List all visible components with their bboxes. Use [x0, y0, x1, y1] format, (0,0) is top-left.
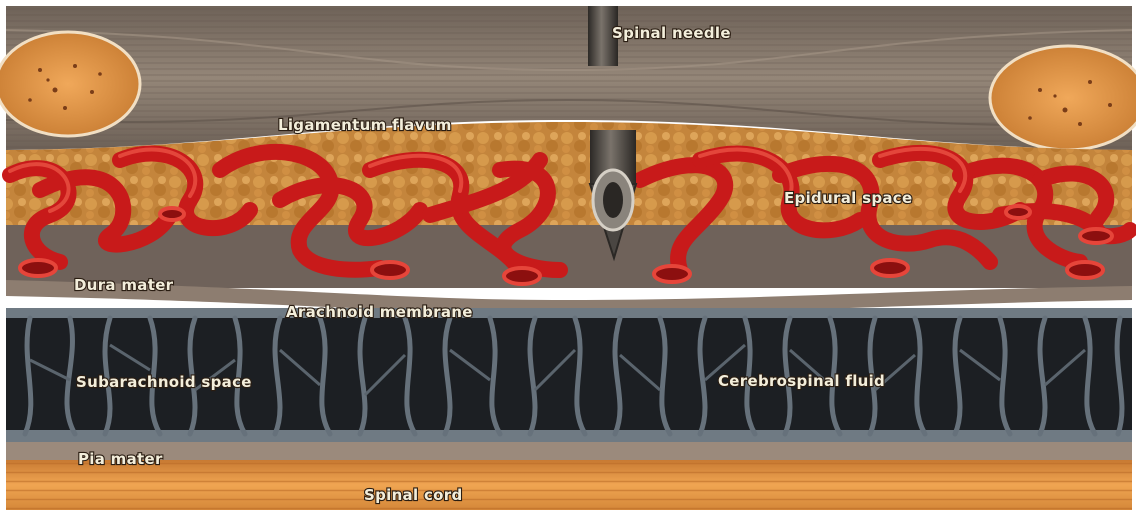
label-cerebrospinal-fluid: Cerebrospinal fluid	[718, 372, 885, 390]
label-arachnoid-membrane: Arachnoid membrane	[286, 303, 473, 321]
spinal-cord	[6, 460, 1132, 510]
label-dura-mater: Dura mater	[74, 276, 174, 294]
vertebral-bone-right	[990, 46, 1136, 150]
pia-mater-layer	[6, 442, 1132, 462]
label-ligamentum-flavum: Ligamentum flavum	[278, 116, 452, 134]
label-spinal-needle: Spinal needle	[612, 24, 731, 42]
label-subarachnoid-space: Subarachnoid space	[76, 373, 252, 391]
vertebral-bone-left	[0, 32, 140, 136]
label-spinal-cord: Spinal cord	[364, 486, 462, 504]
label-pia-mater: Pia mater	[78, 450, 163, 468]
label-epidural-space: Epidural space	[784, 189, 912, 207]
